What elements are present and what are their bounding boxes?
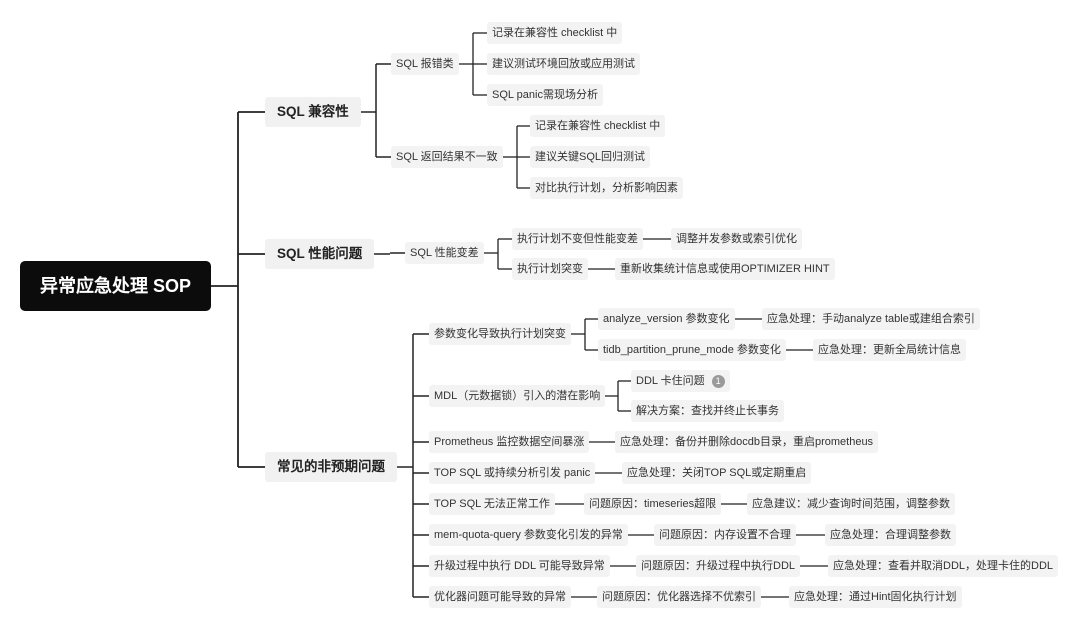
topsql-fail-cause[interactable]: 问题原因：timeseries超限 [584,493,722,515]
tidb-partition-node[interactable]: tidb_partition_prune_mode 参数变化 [598,339,786,361]
topsql-panic-node[interactable]: TOP SQL 或持续分析引发 panic [429,462,596,484]
sql-mismatch-node[interactable]: SQL 返回结果不一致 [391,146,503,168]
upgrade-ddl-node[interactable]: 升级过程中执行 DDL 可能导致异常 [429,555,610,577]
topsql-fail-node[interactable]: TOP SQL 无法正常工作 [429,493,555,515]
plan-same-action[interactable]: 调整并发参数或索引优化 [671,228,802,250]
ddl-stuck-node[interactable]: DDL 卡住问题 1 [631,370,730,392]
memquota-action[interactable]: 应急处理：合理调整参数 [825,524,956,546]
branch-unexpected[interactable]: 常见的非预期问题 [265,452,397,482]
plan-change-action[interactable]: 重新收集统计信息或使用OPTIMIZER HINT [615,258,835,280]
topsql-panic-action[interactable]: 应急处理：关闭TOP SQL或定期重启 [622,462,812,484]
mdl-solution-node[interactable]: 解决方案：查找并终止长事务 [631,400,784,422]
tidb-partition-action[interactable]: 应急处理：更新全局统计信息 [813,339,966,361]
comment-count-badge[interactable]: 1 [711,374,725,388]
sql-mismatch-item-2[interactable]: 建议关键SQL回归测试 [530,146,651,168]
prometheus-action[interactable]: 应急处理：备份并删除docdb目录，重启prometheus [615,431,879,453]
memquota-cause[interactable]: 问题原因：内存设置不合理 [654,524,796,546]
root-node[interactable]: 异常应急处理 SOP [20,261,212,311]
analyze-version-action[interactable]: 应急处理：手动analyze table或建组合索引 [762,308,980,330]
sql-mismatch-item-3[interactable]: 对比执行计划，分析影响因素 [530,177,683,199]
plan-change-node[interactable]: 执行计划突变 [512,258,588,280]
ddl-stuck-label: DDL 卡住问题 [636,375,705,387]
prometheus-node[interactable]: Prometheus 监控数据空间暴涨 [429,431,590,453]
memquota-node[interactable]: mem-quota-query 参数变化引发的异常 [429,524,628,546]
mdl-node[interactable]: MDL（元数据锁）引入的潜在影响 [429,385,606,407]
optimizer-cause[interactable]: 问题原因：优化器选择不优索引 [597,586,761,608]
plan-same-node[interactable]: 执行计划不变但性能变差 [512,228,643,250]
sql-error-item-1[interactable]: 记录在兼容性 checklist 中 [487,22,623,44]
sql-error-node[interactable]: SQL 报错类 [391,53,459,75]
sql-perf-degrade-node[interactable]: SQL 性能变差 [405,242,484,264]
optimizer-node[interactable]: 优化器问题可能导致的异常 [429,586,571,608]
analyze-version-node[interactable]: analyze_version 参数变化 [598,308,735,330]
branch-sql-perf[interactable]: SQL 性能问题 [265,239,375,269]
optimizer-action[interactable]: 应急处理：通过Hint固化执行计划 [789,586,962,608]
sql-error-item-3[interactable]: SQL panic需现场分析 [487,84,603,106]
sql-error-item-2[interactable]: 建议测试环境回放或应用测试 [487,53,640,75]
upgrade-ddl-action[interactable]: 应急处理：查看并取消DDL，处理卡住的DDL [828,555,1059,577]
upgrade-ddl-cause[interactable]: 问题原因：升级过程中执行DDL [636,555,801,577]
sql-mismatch-item-1[interactable]: 记录在兼容性 checklist 中 [530,115,666,137]
branch-sql-compat[interactable]: SQL 兼容性 [265,97,361,127]
topsql-fail-advice[interactable]: 应急建议：减少查询时间范围，调整参数 [747,493,955,515]
param-change-node[interactable]: 参数变化导致执行计划突变 [429,323,571,345]
